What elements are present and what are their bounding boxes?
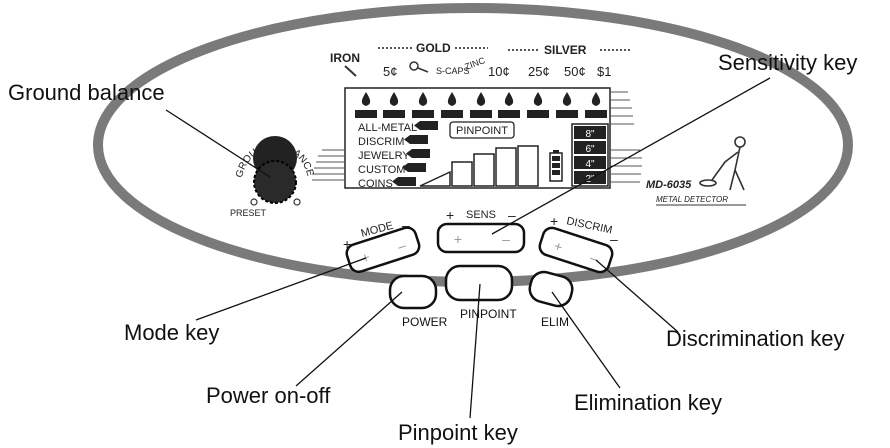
power-panel-label: POWER — [402, 315, 448, 329]
elim-panel-label: ELIM — [541, 315, 569, 329]
callout-elimination-key: Elimination key — [574, 390, 722, 415]
brand-label: METAL DETECTOR — [656, 195, 728, 204]
sensitivity-key[interactable]: + – — [436, 222, 526, 254]
preset-dot-icon — [250, 198, 258, 206]
callout-ground-balance: Ground balance — [8, 80, 165, 105]
preset-label: PRESET — [230, 208, 267, 218]
sens-panel-label: SENS — [466, 209, 496, 221]
mode-coins: COINS — [358, 178, 393, 190]
max-dot-icon — [293, 198, 301, 206]
discrimination-key[interactable]: + – — [537, 226, 614, 275]
detector-man-icon — [699, 136, 746, 191]
gold-label: GOLD — [416, 41, 451, 55]
depth-scale: 8" 6" 4" 2" — [571, 123, 609, 187]
callout-discrimination-key: Discrimination key — [666, 326, 845, 351]
target-segment — [498, 110, 520, 118]
target-segment — [383, 110, 405, 118]
target-id-row — [355, 92, 607, 118]
display-stripes — [312, 91, 642, 183]
pull-tab-icon — [409, 61, 429, 73]
drop-icon — [504, 92, 514, 106]
pinpoint-panel-label: PINPOINT — [460, 307, 517, 321]
callout-power-on-off: Power on-off — [206, 383, 331, 408]
svg-text:–: – — [502, 231, 510, 247]
drop-icon — [562, 92, 572, 106]
signal-strength-bars — [419, 145, 539, 187]
mode-custom: CUSTOM — [358, 164, 405, 176]
mode-plus-label: + — [343, 236, 351, 252]
target-segment — [412, 110, 434, 118]
mode-arrows — [392, 121, 438, 186]
mode-jewelry: JEWELRY — [358, 150, 410, 162]
mode-all-metal: ALL-METAL — [358, 122, 417, 134]
mode-discrim: DISCRIM — [358, 136, 404, 148]
callout-mode-key: Mode key — [124, 320, 219, 345]
target-segment — [355, 110, 377, 118]
drop-icon — [447, 92, 457, 106]
drop-icon — [361, 92, 371, 106]
drop-icon — [389, 92, 399, 106]
target-segment — [527, 110, 549, 118]
coin-label-2: 25¢ — [528, 64, 550, 79]
target-segment — [585, 110, 607, 118]
iron-label: IRON — [330, 51, 360, 65]
power-key[interactable] — [388, 274, 438, 310]
leader-lines — [165, 77, 771, 419]
drop-icon — [591, 92, 601, 106]
coin-label-0: 5¢ — [383, 64, 397, 79]
pinpoint-indicator-label: PINPOINT — [456, 125, 508, 137]
pinpoint-indicator — [449, 121, 515, 139]
elimination-key[interactable] — [527, 269, 575, 309]
drop-icon — [418, 92, 428, 106]
depth-8: 8" — [585, 129, 595, 140]
target-segment — [556, 110, 578, 118]
ground-balance-knob[interactable] — [253, 136, 297, 204]
sens-plus-label: + — [446, 207, 454, 223]
coin-label-3: 50¢ — [564, 64, 586, 79]
screw-icon — [344, 65, 357, 77]
discrim-minus-label: – — [610, 231, 618, 247]
coin-label-4: $1 — [597, 64, 611, 79]
battery-icon — [549, 150, 563, 182]
callout-pinpoint-key: Pinpoint key — [398, 420, 518, 445]
discrim-plus-label: + — [550, 213, 558, 229]
callout-sensitivity-key: Sensitivity key — [718, 50, 857, 75]
target-segment — [470, 110, 492, 118]
model-label: MD-6035 — [646, 179, 692, 191]
silver-label: SILVER — [544, 43, 587, 57]
sens-minus-label: – — [508, 207, 516, 223]
scaps-label: S-CAPS — [436, 66, 470, 76]
svg-text:+: + — [454, 231, 462, 247]
mode-key[interactable]: + – — [344, 225, 421, 274]
mode-minus-label: – — [402, 217, 410, 233]
target-segment — [441, 110, 463, 118]
drop-icon — [476, 92, 486, 106]
depth-4: 4" — [585, 159, 595, 170]
coin-label-1: 10¢ — [488, 64, 510, 79]
drop-icon — [533, 92, 543, 106]
depth-6: 6" — [585, 144, 595, 155]
